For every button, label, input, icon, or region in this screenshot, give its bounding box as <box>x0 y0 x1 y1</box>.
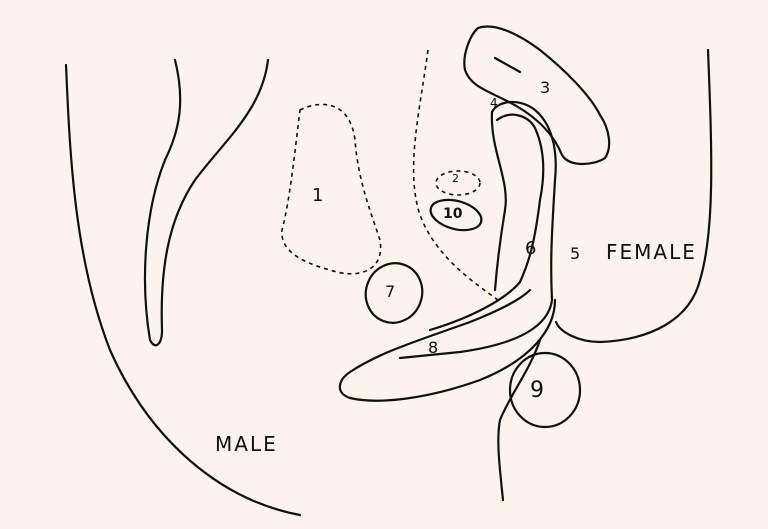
lower-right-outline <box>497 338 542 502</box>
label-8: 8 <box>428 338 439 357</box>
label-7: 7 <box>385 282 396 301</box>
structure-7 <box>364 262 424 324</box>
structure-6-left <box>490 110 507 292</box>
structure-10 <box>429 198 483 232</box>
dashed-boundary <box>412 49 499 301</box>
structure-6-inner <box>428 113 545 332</box>
structure-9 <box>508 351 582 429</box>
label-6: 6 <box>525 238 537 259</box>
label-10: 10 <box>443 206 463 222</box>
label-3: 3 <box>540 78 551 97</box>
structure-3-lumen <box>493 56 522 74</box>
label-1: 1 <box>312 185 324 206</box>
structure-8-outline <box>338 288 557 402</box>
label-2: 2 <box>452 172 459 185</box>
structure-3-outline <box>463 25 611 166</box>
male-body-outline <box>64 63 302 517</box>
label-9: 9 <box>530 378 544 403</box>
female-body-outline <box>554 48 713 344</box>
structure-6-outline <box>398 100 557 360</box>
label-5: 5 <box>570 244 581 263</box>
left-structure <box>143 58 270 347</box>
label-male: MALE <box>215 432 278 456</box>
structure-1 <box>281 103 382 275</box>
structure-2 <box>435 170 481 196</box>
label-4: 4 <box>490 96 498 110</box>
label-female: FEMALE <box>606 240 697 264</box>
